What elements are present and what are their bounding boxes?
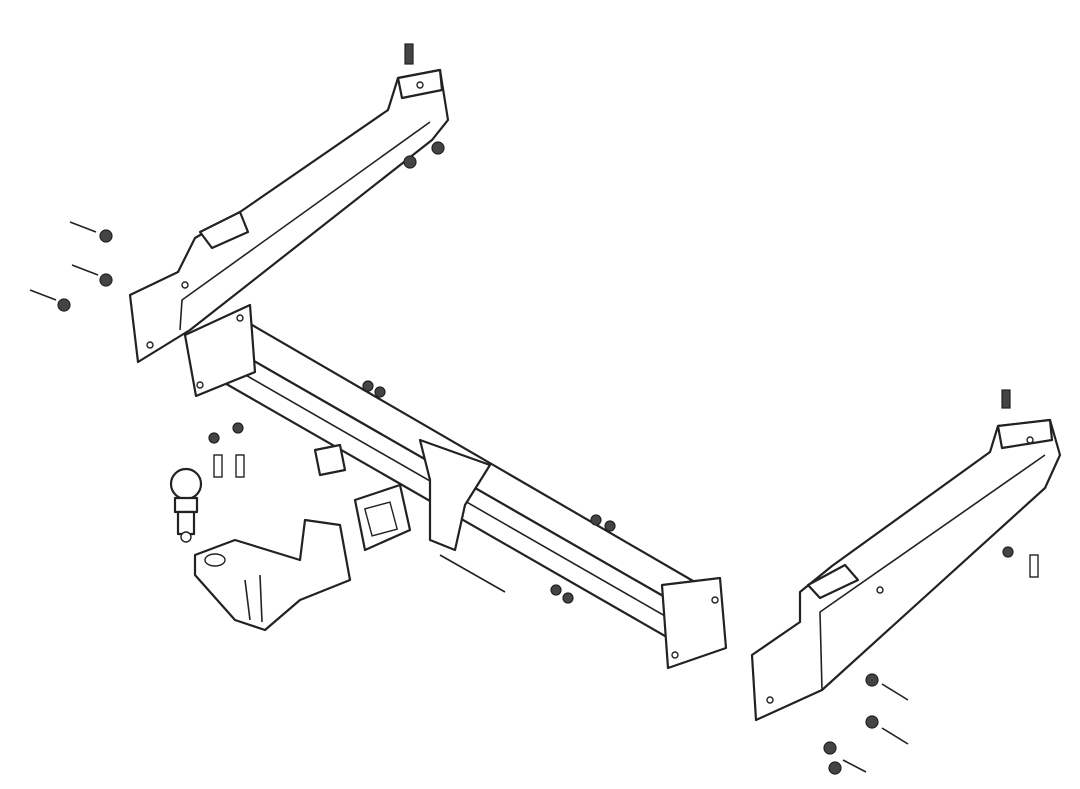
- left-end-plate: [183, 303, 257, 398]
- right-side-bracket: [750, 418, 1062, 722]
- left-bracket-bolts: [29, 221, 113, 312]
- right-end-plate: [660, 576, 728, 670]
- bolts-and-nuts: [29, 43, 1039, 775]
- ball-mount: [193, 518, 352, 632]
- receiver-hitch: [313, 438, 492, 552]
- right-bracket-bolts: [823, 673, 909, 775]
- tow-ball: [169, 467, 203, 543]
- bolt: [404, 43, 414, 65]
- left-side-bracket: [128, 68, 450, 364]
